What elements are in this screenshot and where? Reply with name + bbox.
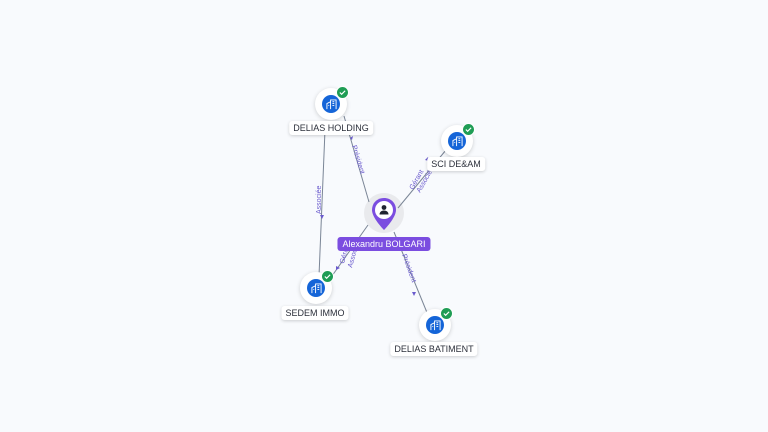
arrow-marker bbox=[320, 215, 324, 219]
building-icon bbox=[426, 316, 444, 334]
company-label-delias-batiment[interactable]: DELIAS BATIMENT bbox=[390, 342, 478, 356]
arrow-marker bbox=[336, 266, 340, 270]
company-node-sedem-immo[interactable] bbox=[300, 270, 334, 304]
building-icon bbox=[448, 132, 466, 150]
company-label-delias-holding[interactable]: DELIAS HOLDING bbox=[289, 121, 373, 135]
verified-check-icon bbox=[336, 86, 349, 99]
company-node-delias-holding[interactable] bbox=[315, 86, 349, 120]
edge-label-president-batiment: Président bbox=[400, 253, 417, 283]
company-label-sedem-immo[interactable]: SEDEM IMMO bbox=[281, 306, 349, 320]
verified-check-icon bbox=[440, 307, 453, 320]
person-node-center[interactable] bbox=[364, 193, 404, 233]
edge-holding-sedem bbox=[318, 129, 326, 277]
person-icon bbox=[379, 205, 389, 215]
verified-check-icon bbox=[321, 270, 334, 283]
arrow-marker bbox=[412, 292, 416, 296]
edge-label-associee-holding-sedem: Associée bbox=[316, 185, 323, 214]
verified-check-icon bbox=[462, 123, 475, 136]
building-icon bbox=[307, 279, 325, 297]
company-label-sci-deam[interactable]: SCI DE&AM bbox=[427, 157, 485, 171]
company-node-delias-batiment[interactable] bbox=[419, 307, 453, 341]
edge-label-president-holding: Président bbox=[350, 145, 365, 175]
location-pin-icon bbox=[372, 198, 396, 230]
arrow-marker bbox=[350, 136, 353, 140]
company-node-sci-deam[interactable] bbox=[441, 123, 475, 157]
building-icon bbox=[322, 95, 340, 113]
edge-center-sedem bbox=[326, 224, 369, 284]
person-label-center[interactable]: Alexandru BOLGARI bbox=[337, 237, 431, 251]
